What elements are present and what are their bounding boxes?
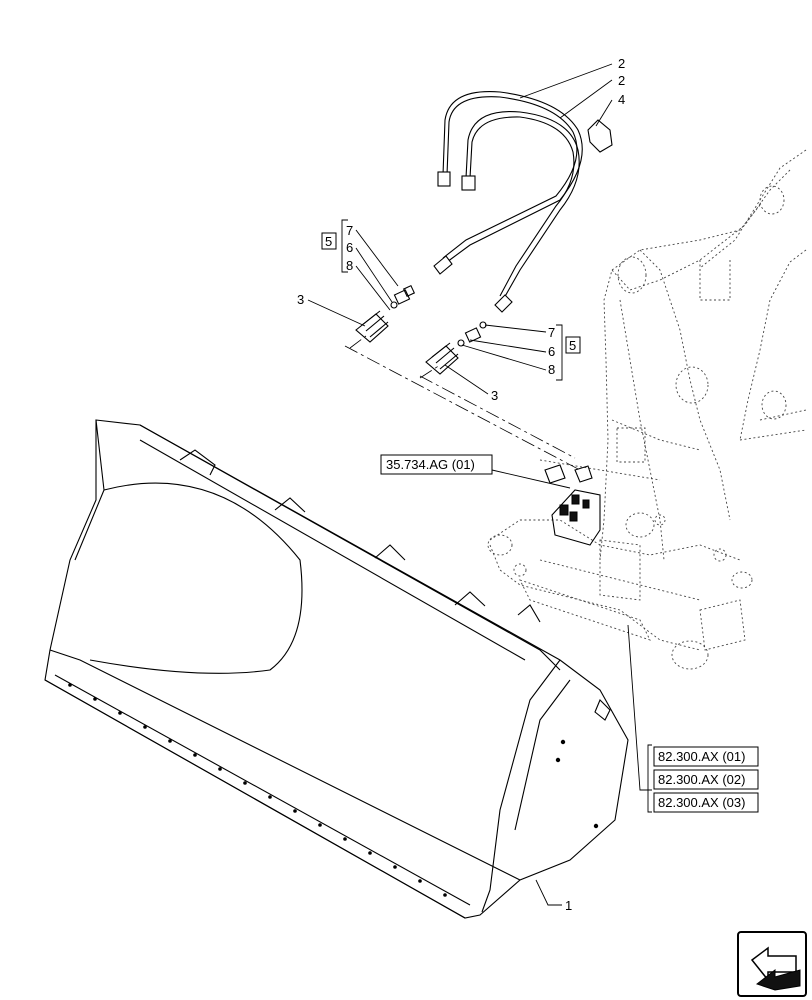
callout-left-6: 6 — [346, 240, 353, 255]
ref-loader-1-label: 82.300.AX (01) — [658, 749, 745, 764]
callout-cap: 4 — [618, 92, 625, 107]
hydraulic-hose-a — [433, 91, 583, 275]
quick-coupler-left — [355, 310, 389, 343]
callout-coupler-left: 3 — [297, 292, 304, 307]
bucket-edge-holes — [68, 683, 599, 897]
ref-valve-label: 35.734.AG (01) — [386, 457, 475, 472]
centerline-right — [419, 364, 576, 459]
callout-bracket-right[interactable]: 5 — [565, 336, 581, 354]
ref-loader-82-300-ax-02[interactable]: 82.300.AX (02) — [653, 769, 759, 790]
left-fittings — [390, 284, 416, 309]
bucket-drawing — [44, 419, 629, 919]
right-fittings — [457, 321, 487, 347]
callout-bucket: 1 — [565, 898, 572, 913]
callout-hose-a: 2 — [618, 56, 625, 71]
callout-right-6: 6 — [548, 344, 555, 359]
ref-loader-82-300-ax-03[interactable]: 82.300.AX (03) — [653, 792, 759, 813]
cap-part — [587, 119, 613, 153]
ref-valve-35-734-ag[interactable]: 35.734.AG (01) — [380, 454, 493, 475]
loader-arm-drawing — [487, 149, 807, 670]
ref-loader-82-300-ax-01[interactable]: 82.300.AX (01) — [653, 746, 759, 767]
callout-left-7: 7 — [346, 223, 353, 238]
ref-loader-2-label: 82.300.AX (02) — [658, 772, 745, 787]
callout-right-7: 7 — [548, 325, 555, 340]
ref-loader-3-label: 82.300.AX (03) — [658, 795, 745, 810]
callout-bracket-left-label: 5 — [325, 234, 332, 249]
callout-coupler-right: 3 — [491, 388, 498, 403]
quick-coupler-right — [425, 342, 459, 375]
leader-lines — [307, 63, 652, 906]
centerline-left — [344, 335, 581, 471]
callout-hose-b: 2 — [618, 73, 625, 88]
hydraulic-hose-b — [461, 111, 580, 313]
callout-left-8: 8 — [346, 258, 353, 273]
valve-block-drawing — [544, 464, 601, 546]
callout-right-8: 8 — [548, 362, 555, 377]
callout-bracket-right-label: 5 — [569, 338, 576, 353]
callout-bracket-left[interactable]: 5 — [321, 232, 337, 250]
previous-page-arrow-icon[interactable] — [737, 931, 807, 997]
